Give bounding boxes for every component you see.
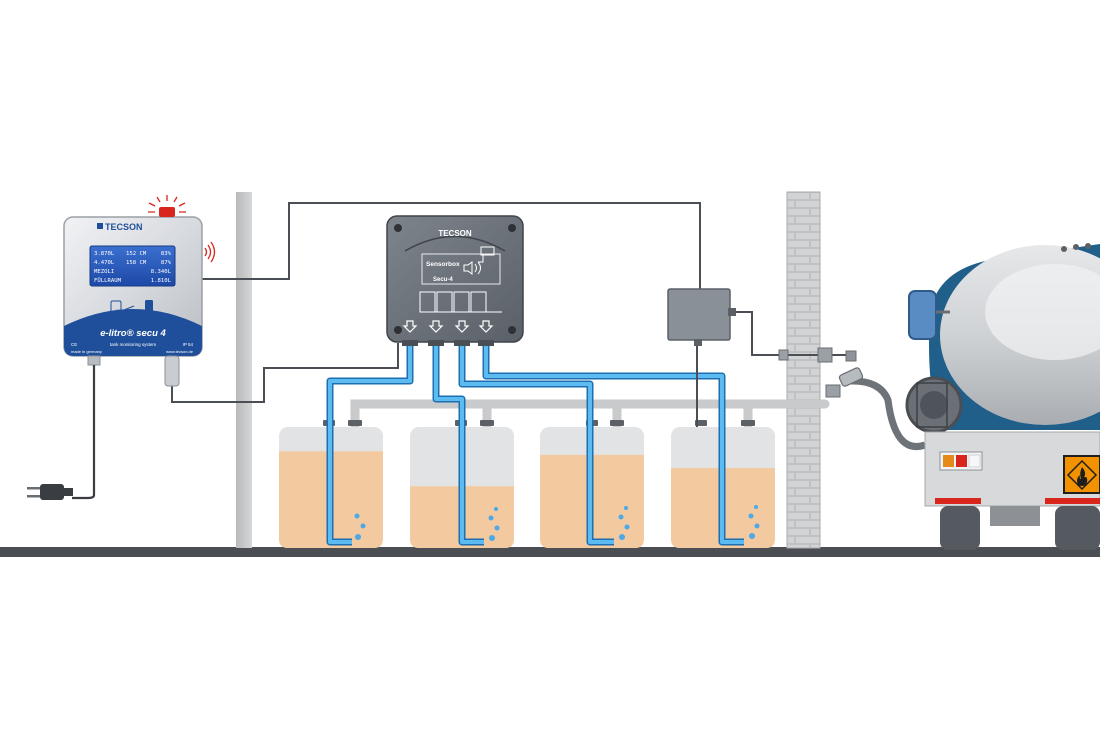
display-line-3-label: MEZOLI xyxy=(94,269,114,275)
display-line-1-percent: 83% xyxy=(161,251,172,257)
wall-post xyxy=(236,192,252,548)
rear-reflector xyxy=(935,498,981,504)
tecson-logo-mark xyxy=(97,223,103,229)
sensorbox-model: Secu-4 xyxy=(433,277,453,283)
power-cord xyxy=(72,365,96,500)
display-line-4-value: 1.810L xyxy=(151,278,172,284)
truck-wheel xyxy=(1055,506,1100,550)
rear-reflector xyxy=(1045,498,1100,504)
tanker-truck xyxy=(825,243,1100,550)
speaker-icon xyxy=(463,261,481,275)
alarm-light-icon xyxy=(148,195,186,217)
made-in: made in germany xyxy=(71,349,102,354)
cable-gland xyxy=(87,355,101,366)
sensorbox-connectors xyxy=(402,340,494,346)
display-line-2-percent: 87% xyxy=(161,260,172,266)
hose-nozzle xyxy=(825,350,864,398)
pipe-fittings xyxy=(323,420,755,426)
ce-mark: CE xyxy=(71,342,77,347)
tagline: tank monitoring system xyxy=(110,342,157,347)
brick-wall xyxy=(786,191,821,549)
arrow-down-icon xyxy=(402,320,494,333)
ip-rating: IP 54 xyxy=(183,342,194,347)
display-line-1-volume: 3.870L xyxy=(94,251,115,257)
sensorbox-brand: TECSON xyxy=(438,229,472,238)
e-litro-monitor: TECSON 3.870L 152 CM 83% 4.470L 158 CM 8… xyxy=(63,195,216,387)
signal-waves-icon xyxy=(204,241,216,263)
signal-cables xyxy=(171,202,848,427)
power-plug-icon xyxy=(27,484,73,500)
sensorbox: TECSON Sensorbox Secu-4 xyxy=(386,215,524,346)
ground-line xyxy=(0,547,1100,557)
product-name: e-litro® secu 4 xyxy=(100,328,166,339)
air-bubbles xyxy=(354,505,760,541)
lcd-display xyxy=(89,245,176,287)
display-line-4-label: FÜLLRAUM xyxy=(94,277,122,284)
monitor-buttons xyxy=(110,300,153,314)
display-line-1-height: 152 CM xyxy=(126,251,147,257)
cable-gland xyxy=(164,355,180,387)
delivery-hose xyxy=(849,377,927,450)
sensor-hoses xyxy=(326,343,744,546)
flammable-hazard-icon xyxy=(1063,455,1100,494)
display-line-3-value: 8.340L xyxy=(151,269,172,275)
truck-wheel xyxy=(940,506,980,550)
display-line-2-volume: 4.470L xyxy=(94,260,115,266)
side-mirror xyxy=(908,290,937,340)
sensorbox-ports xyxy=(419,291,502,313)
sensorbox-label: Sensorbox xyxy=(426,261,460,268)
junction-box xyxy=(667,288,736,346)
sensorbox-meter xyxy=(478,246,495,263)
monitor-brand: TECSON xyxy=(105,222,143,232)
wall-pass-through xyxy=(778,347,833,363)
website: www.tecson.de xyxy=(166,349,194,354)
display-line-2-height: 158 CM xyxy=(126,260,147,266)
